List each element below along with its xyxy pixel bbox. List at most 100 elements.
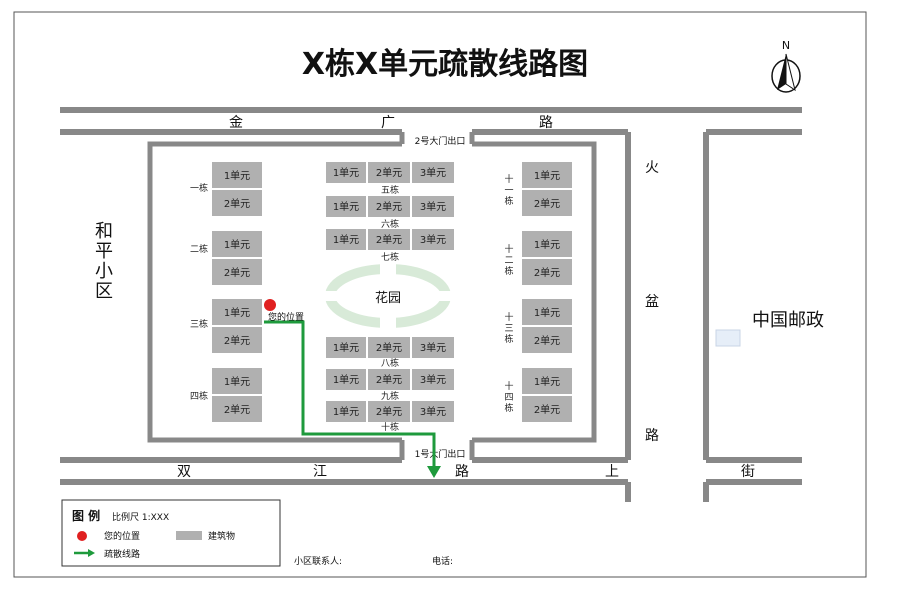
svg-text:五栋: 五栋	[381, 184, 399, 196]
svg-text:2单元: 2单元	[376, 201, 402, 213]
building-4: 1单元 2单元 四栋	[190, 368, 262, 422]
svg-text:三: 三	[504, 324, 513, 334]
svg-text:3单元: 3单元	[420, 167, 446, 179]
svg-text:1单元: 1单元	[333, 374, 359, 386]
legend-route-arrow-icon	[88, 549, 95, 557]
svg-text:3单元: 3单元	[420, 342, 446, 354]
building-6: 1单元 2单元 3单元 六栋	[326, 196, 454, 230]
road-top-char-3: 路	[539, 115, 553, 131]
svg-text:2单元: 2单元	[376, 374, 402, 386]
svg-text:3单元: 3单元	[420, 234, 446, 246]
svg-text:2单元: 2单元	[534, 198, 560, 210]
svg-text:2单元: 2单元	[224, 198, 250, 210]
svg-text:1单元: 1单元	[333, 167, 359, 179]
legend: 图 例 比例尺 1:XXX 您的位置 建筑物 疏散线路	[61, 499, 281, 567]
post-office: 中国邮政	[715, 310, 824, 347]
road-bottom-char-4: 上	[605, 464, 619, 480]
road-right-char-2: 盆	[645, 294, 659, 310]
gate-south-label: 1号大门出口	[415, 448, 466, 460]
svg-text:1单元: 1单元	[534, 170, 560, 182]
road-bottom-char-5: 街	[741, 464, 755, 480]
svg-text:1单元: 1单元	[224, 307, 250, 319]
route-arrow-icon	[427, 466, 441, 478]
svg-text:2单元: 2单元	[534, 267, 560, 279]
legend-building-label: 建筑物	[208, 530, 235, 542]
road-bottom-char-3: 路	[455, 464, 469, 480]
svg-text:2单元: 2单元	[224, 404, 250, 416]
svg-text:十: 十	[504, 380, 513, 392]
svg-text:栋: 栋	[504, 402, 513, 414]
svg-text:中国邮政: 中国邮政	[752, 310, 824, 331]
svg-text:六栋: 六栋	[381, 218, 399, 230]
road-shuangjiang: 双 江 路 上 街	[60, 457, 802, 502]
svg-text:一: 一	[504, 186, 513, 196]
building-13: 1单元 2单元 十 三 栋	[504, 299, 572, 353]
gate-north-label: 2号大门出口	[415, 135, 466, 147]
building-7: 1单元 2单元 3单元 七栋	[326, 229, 454, 263]
svg-text:四栋: 四栋	[190, 390, 208, 402]
svg-text:七栋: 七栋	[381, 251, 399, 263]
building-5: 1单元 2单元 3单元 五栋	[326, 162, 454, 196]
svg-text:3单元: 3单元	[420, 406, 446, 418]
svg-text:十: 十	[504, 173, 513, 185]
road-right-char-1: 火	[645, 160, 659, 176]
legend-route-label: 疏散线路	[104, 548, 140, 560]
road-bottom-char-2: 江	[313, 464, 327, 480]
svg-text:区: 区	[95, 281, 113, 302]
phone-label: 电话:	[432, 555, 453, 567]
svg-text:2单元: 2单元	[376, 342, 402, 354]
map-title: X栋X单元疏散线路图	[302, 47, 588, 82]
evacuation-route	[264, 320, 441, 478]
road-top-char-2: 广	[381, 115, 395, 131]
north-arrow-icon: N	[771, 39, 801, 93]
svg-text:2单元: 2单元	[534, 335, 560, 347]
svg-text:四: 四	[504, 393, 513, 403]
you-are-here-label: 您的位置	[268, 311, 304, 323]
you-are-here-marker: 您的位置	[264, 299, 304, 323]
svg-text:1单元: 1单元	[333, 234, 359, 246]
svg-text:3单元: 3单元	[420, 201, 446, 213]
svg-text:2单元: 2单元	[224, 267, 250, 279]
garden-label: 花园	[375, 290, 401, 306]
legend-position-label: 您的位置	[104, 530, 140, 542]
svg-text:二栋: 二栋	[190, 243, 208, 255]
svg-text:1单元: 1单元	[224, 376, 250, 388]
building-3: 1单元 2单元 三栋	[190, 299, 262, 353]
svg-text:九栋: 九栋	[381, 390, 399, 402]
svg-text:2单元: 2单元	[534, 404, 560, 416]
legend-location-icon	[77, 531, 87, 541]
svg-text:三栋: 三栋	[190, 318, 208, 330]
map-frame	[13, 11, 867, 578]
svg-text:1单元: 1单元	[224, 239, 250, 251]
road-right-char-3: 路	[645, 428, 659, 444]
svg-text:小: 小	[95, 261, 113, 282]
building-11: 1单元 2单元 十 一 栋	[504, 162, 572, 216]
svg-text:二: 二	[504, 256, 513, 266]
building-1: 1单元 2单元 一栋	[190, 162, 262, 216]
road-top-char-1: 金	[229, 115, 243, 131]
svg-text:一栋: 一栋	[190, 182, 208, 194]
road-jinguang: 金 广 路	[60, 107, 802, 135]
legend-title: 图 例	[72, 508, 100, 523]
garden: 花园	[320, 262, 456, 332]
svg-text:和: 和	[95, 221, 113, 242]
building-12: 1单元 2单元 十 二 栋	[504, 231, 572, 285]
building-8: 1单元 2单元 3单元 八栋	[326, 337, 454, 369]
svg-text:N: N	[782, 39, 790, 52]
building-9: 1单元 2单元 3单元 九栋	[326, 369, 454, 402]
building-2: 1单元 2单元 二栋	[190, 231, 262, 285]
legend-scale: 比例尺 1:XXX	[112, 511, 169, 523]
location-pin-icon	[264, 299, 276, 311]
building-14: 1单元 2单元 十 四 栋	[504, 368, 572, 422]
contact-label: 小区联系人:	[294, 556, 342, 567]
road-bottom-char-1: 双	[177, 464, 191, 480]
svg-text:十栋: 十栋	[381, 421, 399, 433]
svg-text:栋: 栋	[504, 333, 513, 345]
svg-text:2单元: 2单元	[376, 406, 402, 418]
building-10: 1单元 2单元 3单元 十栋	[326, 401, 454, 433]
road-huopen: 火 盆 路	[625, 132, 709, 460]
svg-text:平: 平	[95, 241, 113, 262]
svg-text:栋: 栋	[504, 265, 513, 277]
svg-text:2单元: 2单元	[224, 335, 250, 347]
